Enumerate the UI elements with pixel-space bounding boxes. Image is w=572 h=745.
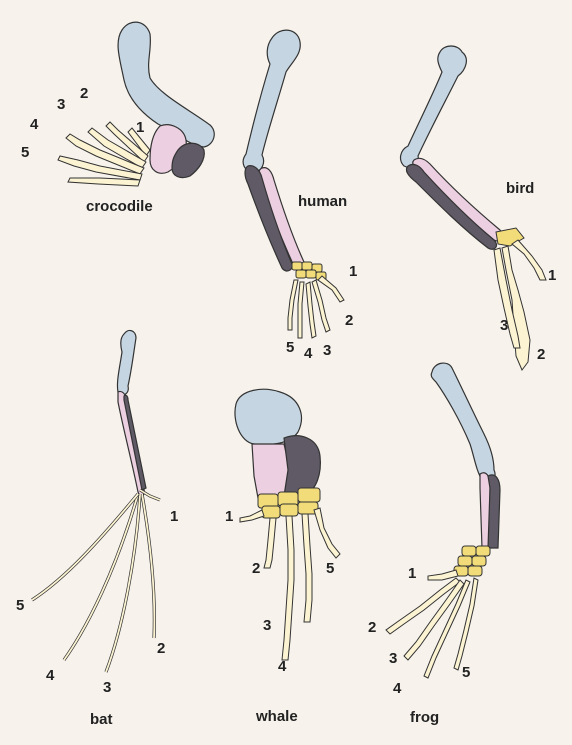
frog-digit-2: 2 — [368, 620, 376, 635]
whale-digits — [240, 508, 340, 660]
bat-digit-4: 4 — [46, 668, 54, 683]
frog-digit-1: 1 — [408, 566, 416, 581]
frog-digits — [386, 570, 478, 678]
bird-digit-3: 3 — [500, 318, 508, 333]
human-digit-2: 2 — [345, 313, 353, 328]
frog-ulna — [488, 475, 500, 548]
whale-digit-5: 5 — [326, 561, 334, 576]
whale-label: whale — [256, 709, 298, 724]
whale-radius — [252, 444, 290, 498]
bat-label: bat — [90, 712, 113, 727]
frog-label: frog — [410, 710, 439, 725]
whale-limb — [235, 389, 340, 660]
bat-digit-3: 3 — [103, 680, 111, 695]
bird-label: bird — [506, 181, 534, 196]
frog-humerus — [431, 363, 495, 481]
human-limb — [243, 30, 344, 338]
whale-digit-3: 3 — [263, 618, 271, 633]
bird-radius — [413, 158, 503, 241]
crocodile-digit-1: 1 — [136, 120, 144, 135]
bat-digit-1: 1 — [170, 509, 178, 524]
bat-digit-2: 2 — [157, 641, 165, 656]
whale-digit-2: 2 — [252, 561, 260, 576]
frog-digit-4: 4 — [393, 681, 401, 696]
crocodile-digit-2: 2 — [80, 86, 88, 101]
bat-digit-5: 5 — [16, 598, 24, 613]
bat-humerus — [117, 331, 136, 395]
whale-digit-1: 1 — [225, 509, 233, 524]
crocodile-digit-4: 4 — [30, 117, 38, 132]
whale-digit-4: 4 — [278, 659, 286, 674]
bird-humerus — [401, 46, 467, 167]
bird-digit-1: 1 — [548, 268, 556, 283]
human-digit-1: 1 — [349, 264, 357, 279]
human-digit-3: 3 — [323, 343, 331, 358]
bird-digit-2: 2 — [537, 347, 545, 362]
crocodile-digit-5: 5 — [21, 145, 29, 160]
crocodile-label: crocodile — [86, 199, 153, 214]
frog-limb — [386, 363, 500, 678]
whale-ulna — [284, 436, 320, 496]
human-digit-5: 5 — [286, 340, 294, 355]
human-digits — [288, 276, 344, 338]
frog-carpals — [454, 546, 490, 576]
frog-digit-3: 3 — [389, 651, 397, 666]
crocodile-digit-3: 3 — [57, 97, 65, 112]
bird-limb — [401, 46, 546, 370]
human-label: human — [298, 194, 347, 209]
crocodile-limb — [58, 22, 214, 186]
frog-digit-5: 5 — [462, 665, 470, 680]
human-digit-4: 4 — [304, 346, 312, 361]
bat-digits — [32, 490, 160, 672]
bat-limb — [32, 331, 160, 672]
human-humerus — [243, 30, 300, 172]
bird-ulna — [406, 164, 496, 249]
